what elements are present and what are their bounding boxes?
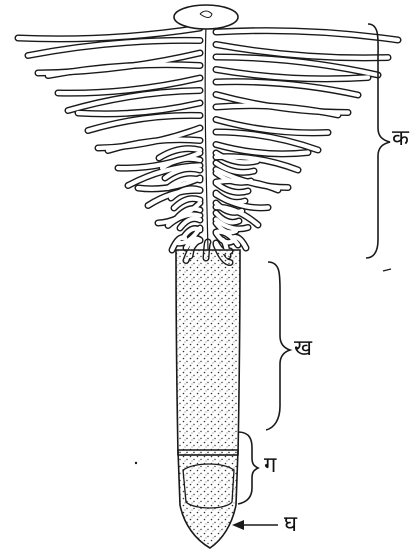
scan-dot	[135, 462, 137, 464]
root-hair	[216, 31, 398, 40]
bracket-ga	[238, 432, 258, 504]
root-axis	[205, 26, 208, 250]
meristem-zone	[178, 450, 238, 548]
arrow-gha-head	[232, 520, 244, 530]
scan-mark	[383, 269, 391, 271]
label-kha: ख	[294, 338, 312, 360]
label-ga: ग	[264, 455, 276, 477]
label-ka: क	[392, 128, 409, 150]
elongation-zone	[176, 250, 240, 455]
label-gha: घ	[284, 514, 297, 536]
bracket-kha	[266, 262, 290, 430]
